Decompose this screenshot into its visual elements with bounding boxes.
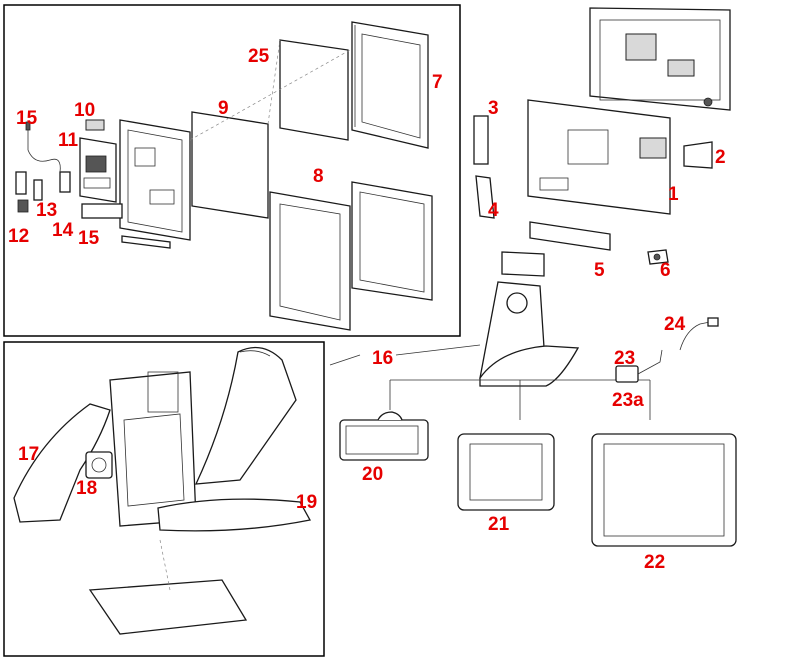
io-board-14 bbox=[59, 171, 71, 193]
side-cover-2 bbox=[683, 141, 713, 169]
bezel-frame-8 bbox=[269, 181, 433, 331]
stand-rear-cover-17 bbox=[13, 403, 111, 523]
callout-23a: 23a bbox=[612, 390, 644, 411]
callout-13: 13 bbox=[36, 200, 57, 221]
callout-12: 12 bbox=[8, 226, 29, 247]
stand-assembly-panel bbox=[3, 341, 325, 657]
callout-1: 1 bbox=[668, 184, 679, 205]
callout-24: 24 bbox=[664, 314, 686, 335]
callout-15-cable: 15 bbox=[16, 108, 38, 129]
lcd-panel-9 bbox=[191, 111, 269, 219]
cable-15 bbox=[25, 121, 61, 173]
callout-23: 23 bbox=[614, 348, 635, 369]
callout-16: 16 bbox=[372, 348, 393, 369]
callout-17: 17 bbox=[18, 444, 39, 465]
callout-19: 19 bbox=[296, 492, 317, 513]
customer-display-20 bbox=[339, 411, 429, 461]
stand-bottom-plate bbox=[88, 539, 248, 635]
callout-6: 6 bbox=[660, 260, 671, 281]
rear-cover-rail bbox=[81, 203, 123, 219]
monitor-rear-top bbox=[589, 7, 731, 111]
callout-25: 25 bbox=[248, 46, 270, 67]
power-cord-24 bbox=[679, 317, 719, 351]
callout-labels: 1 2 3 4 5 6 7 8 9 10 11 12 13 14 15 15 1… bbox=[8, 46, 726, 573]
callout-5: 5 bbox=[594, 260, 605, 281]
callout-3: 3 bbox=[488, 98, 499, 119]
bezel-frame-7 bbox=[351, 21, 429, 149]
bracket-12-13 bbox=[15, 171, 43, 213]
callout-21: 21 bbox=[488, 514, 510, 535]
bracket-3 bbox=[473, 115, 489, 165]
callout-20: 20 bbox=[362, 464, 383, 485]
callout-18: 18 bbox=[76, 478, 97, 499]
stand-16 bbox=[479, 251, 580, 387]
callout-10: 10 bbox=[74, 100, 95, 121]
stand-column bbox=[194, 346, 297, 485]
callout-4: 4 bbox=[488, 200, 499, 221]
bottom-cover-5 bbox=[529, 221, 611, 251]
callout-11: 11 bbox=[58, 130, 79, 151]
callout-7: 7 bbox=[432, 72, 443, 93]
callout-2: 2 bbox=[715, 147, 726, 168]
second-display-21 bbox=[457, 433, 555, 511]
base-plate-19 bbox=[157, 498, 312, 532]
touch-glass-25 bbox=[279, 39, 349, 141]
callout-14: 14 bbox=[52, 220, 74, 241]
callout-22: 22 bbox=[644, 552, 665, 573]
callout-9: 9 bbox=[218, 98, 229, 119]
hinge-18 bbox=[85, 451, 113, 479]
chassis-frame bbox=[119, 119, 191, 249]
bracket-6 bbox=[647, 249, 669, 265]
strip-4 bbox=[475, 175, 495, 219]
rear-housing-1 bbox=[527, 99, 671, 215]
second-display-22 bbox=[591, 433, 737, 547]
board-10 bbox=[85, 119, 105, 131]
callout-8: 8 bbox=[313, 166, 324, 187]
power-adapter-23 bbox=[615, 349, 663, 383]
mainboard-11 bbox=[79, 137, 117, 203]
callout-15-rail: 15 bbox=[78, 228, 100, 249]
display-assembly-panel bbox=[3, 4, 461, 337]
